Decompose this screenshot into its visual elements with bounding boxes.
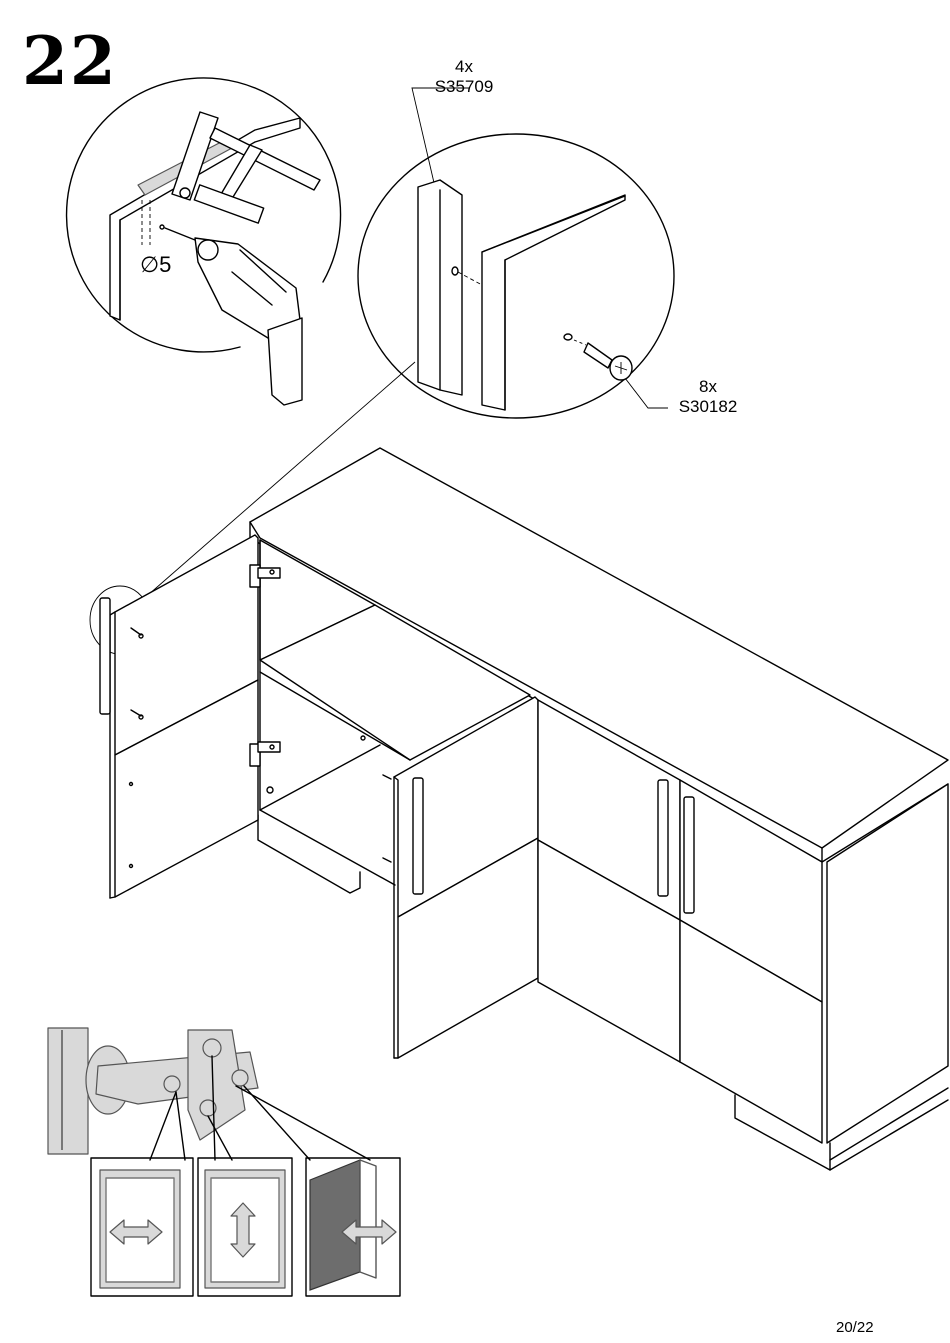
left-handle [100, 598, 110, 714]
cabinet-side [827, 784, 948, 1143]
hinge-adjust-detail [48, 1028, 400, 1296]
screw-hole [564, 334, 572, 340]
hinge-lower [250, 742, 280, 766]
screw-shaft [584, 343, 612, 368]
page-number: 20/22 [836, 1319, 874, 1336]
door-panel-edge [482, 195, 625, 410]
leader-screw [625, 378, 668, 408]
adjust-screw-d [232, 1070, 248, 1086]
drill-bit [165, 228, 195, 240]
hinge-plate [48, 1028, 88, 1154]
middle-handle [413, 778, 423, 894]
drill-detail [67, 78, 341, 405]
adjust-screw-a [203, 1039, 221, 1057]
adjust-screw-b [164, 1076, 180, 1092]
front-handle-a [658, 780, 668, 896]
drill-grip [268, 318, 302, 405]
front-handle-b [684, 797, 694, 913]
handle-detail [358, 88, 674, 418]
